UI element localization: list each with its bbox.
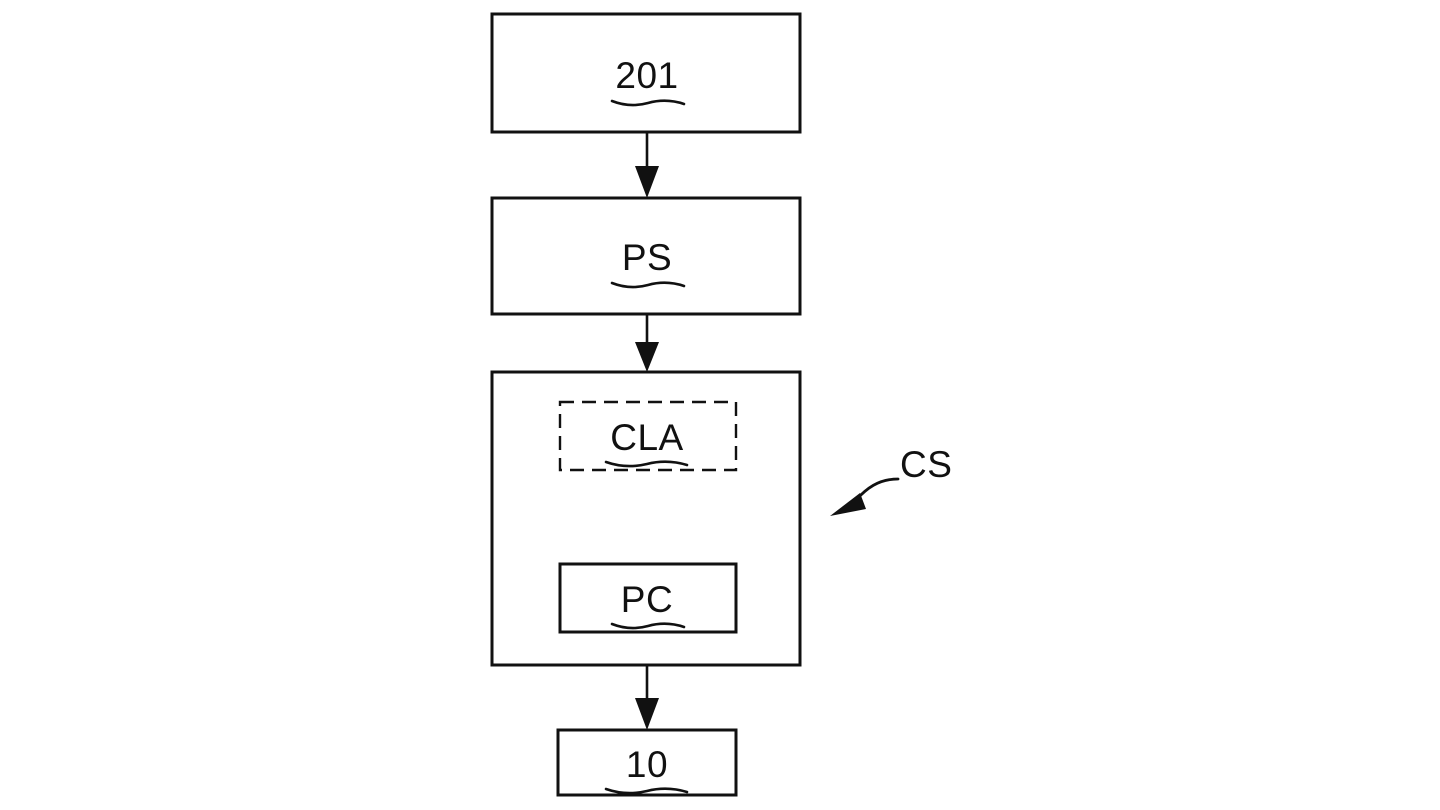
node-cla-label: CLA (610, 417, 683, 458)
callout-cs-label: CS (900, 444, 952, 485)
arrow-ps-to-cs (635, 314, 659, 372)
node-201-rect[interactable] (490, 12, 802, 134)
node-pc-underline-squiggle (610, 622, 686, 630)
arrow-201-to-ps-head (635, 166, 659, 198)
node-pc[interactable]: PC (558, 562, 738, 634)
node-201[interactable]: 201 (490, 12, 802, 134)
node-10[interactable]: 10 (556, 728, 738, 797)
arrow-201-to-ps (635, 132, 659, 198)
node-cs[interactable]: CLA PC (490, 370, 802, 667)
arrow-cs-to-10-head (635, 698, 659, 730)
node-pc-rect[interactable] (558, 562, 738, 634)
node-ps-underline-squiggle (610, 281, 686, 289)
node-pc-label: PC (621, 579, 673, 620)
node-201-underline-squiggle (610, 99, 686, 107)
node-ps-rect[interactable] (490, 196, 802, 316)
node-10-rect[interactable] (556, 728, 738, 797)
node-ps[interactable]: PS (490, 196, 802, 316)
callout-cs-leader-line (854, 477, 900, 502)
node-10-label: 10 (626, 744, 668, 785)
callout-cs-arrow-head (830, 493, 866, 516)
callout-cs[interactable]: CS (830, 444, 952, 516)
arrow-ps-to-cs-head (635, 342, 659, 372)
node-cla-rect[interactable] (558, 400, 738, 472)
node-201-label: 201 (615, 55, 678, 96)
node-ps-label: PS (622, 237, 672, 278)
node-10-underline-squiggle (604, 787, 689, 795)
node-cla-underline-squiggle (604, 460, 689, 468)
node-cla[interactable]: CLA (558, 400, 738, 472)
arrow-cs-to-10 (635, 665, 659, 730)
